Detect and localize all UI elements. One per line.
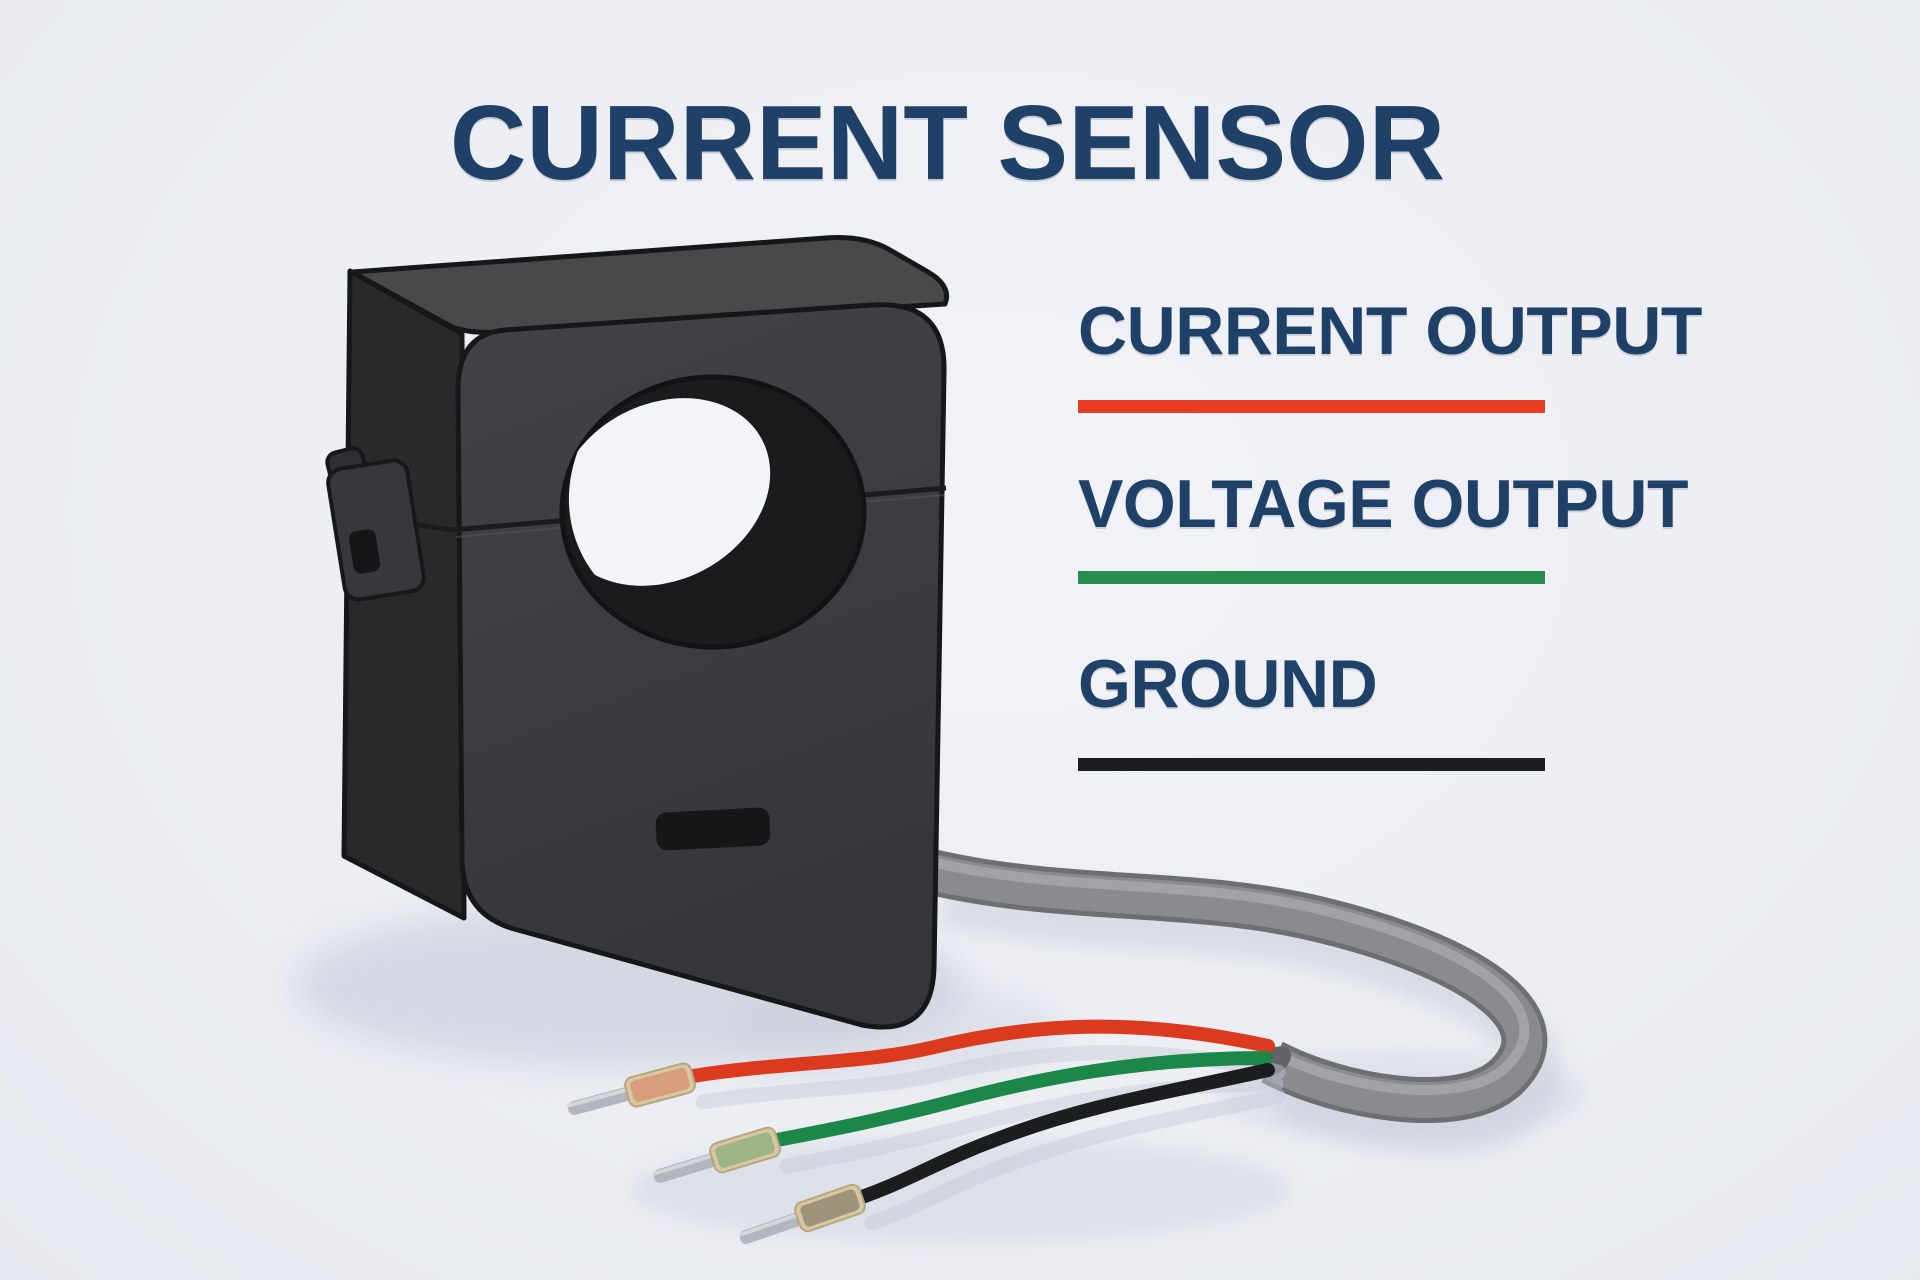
sensor-bottom-slot — [655, 807, 771, 851]
legend-label-current-output: CURRENT OUTPUT — [1078, 293, 1702, 369]
legend-label-ground: GROUND — [1078, 646, 1378, 722]
latch-body — [326, 458, 426, 602]
legend-underline-voltage-output — [1078, 571, 1545, 584]
pin-highlight — [738, 1212, 802, 1237]
sensor-latch — [325, 446, 426, 602]
ferrule-tint — [800, 1189, 860, 1227]
ferrule — [794, 1183, 866, 1233]
latch-notch — [349, 529, 381, 574]
ferrule-tint — [630, 1067, 690, 1103]
terminal-voltage-output — [652, 1126, 781, 1183]
legend-label-voltage-output: VOLTAGE OUTPUT — [1078, 466, 1689, 542]
wire-terminals — [567, 1062, 866, 1244]
wire-voltage-output — [770, 1051, 1273, 1147]
cable-jacket — [927, 854, 1543, 1118]
page-title: CURRENT SENSOR — [449, 84, 1446, 202]
terminal-current-output — [567, 1062, 696, 1116]
sensor-body — [325, 235, 950, 1030]
pin-highlight — [567, 1087, 632, 1108]
wire-fan — [686, 1019, 1275, 1204]
wire-ground — [855, 1063, 1275, 1204]
ferrule-tint — [715, 1132, 775, 1168]
terminal-ground — [738, 1183, 866, 1244]
aperture-opening — [555, 398, 771, 586]
cable-highlight — [930, 857, 1530, 1095]
pin-highlight — [652, 1153, 717, 1176]
sensor-aperture — [555, 374, 867, 650]
legend-underline-ground — [1078, 758, 1545, 771]
ferrule — [709, 1126, 781, 1174]
legend-underline-current-output — [1078, 400, 1545, 413]
ferrule — [624, 1062, 696, 1108]
wire-current-output — [686, 1019, 1275, 1083]
